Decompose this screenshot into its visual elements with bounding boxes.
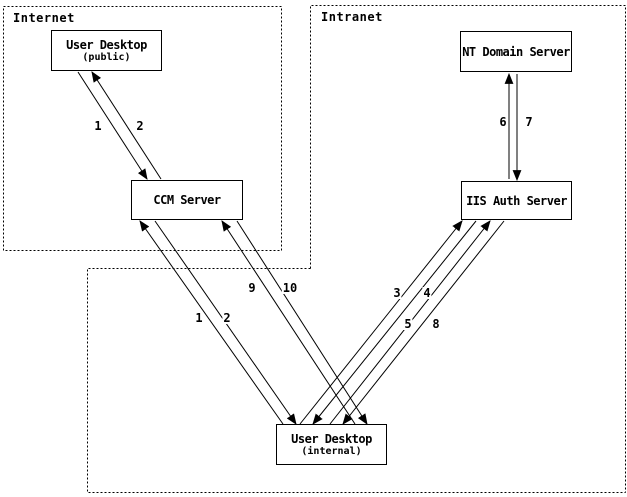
node-subtitle: (public): [82, 51, 131, 63]
internet-region-label: Internet: [13, 11, 75, 25]
edge-label-2-public: 2: [135, 119, 145, 133]
edge-line-3-internal-to-iis: [299, 220, 463, 425]
intranet-region-label: Intranet: [321, 10, 383, 24]
node-title: CCM Server: [153, 193, 221, 207]
edge-label-7: 7: [524, 115, 534, 129]
node-ccm-server: CCM Server: [131, 180, 243, 220]
node-user-desktop-public: User Desktop (public): [51, 30, 162, 71]
edge-label-6: 6: [498, 115, 508, 129]
node-title: User Desktop: [66, 37, 147, 52]
edge-label-2-internal: 2: [222, 311, 232, 325]
node-iis-auth-server: IIS Auth Server: [461, 181, 572, 220]
node-title: NT Domain Server: [462, 44, 570, 59]
edge-line-9-internal-to-ccm: [221, 220, 356, 425]
edge-line-10-ccm-to-internal: [236, 220, 368, 425]
edge-line-1-public-to-ccm: [77, 71, 148, 180]
edge-label-10: 10: [281, 281, 299, 295]
internal-region-border: [87, 268, 626, 493]
internet-region-border: [3, 6, 282, 251]
edge-line-2-ccm-to-public: [91, 71, 162, 180]
edge-line-4-iis-to-internal: [312, 220, 477, 425]
node-title: User Desktop: [291, 431, 372, 446]
edge-line-8-iis-to-internal: [342, 220, 505, 425]
intranet-region-border: [310, 5, 626, 493]
edge-label-8: 8: [431, 317, 441, 331]
edge-label-4: 4: [422, 286, 432, 300]
node-user-desktop-internal: User Desktop (internal): [276, 424, 387, 465]
edge-label-5: 5: [403, 317, 413, 331]
edge-label-1-public: 1: [93, 119, 103, 133]
edge-label-3: 3: [392, 286, 402, 300]
edge-label-9: 9: [247, 281, 257, 295]
edge-line-1-internal-to-ccm: [139, 220, 284, 425]
node-title: IIS Auth Server: [466, 193, 567, 208]
node-subtitle: (internal): [301, 445, 362, 457]
node-nt-domain-server: NT Domain Server: [460, 31, 572, 72]
edge-label-1-internal: 1: [194, 311, 204, 325]
